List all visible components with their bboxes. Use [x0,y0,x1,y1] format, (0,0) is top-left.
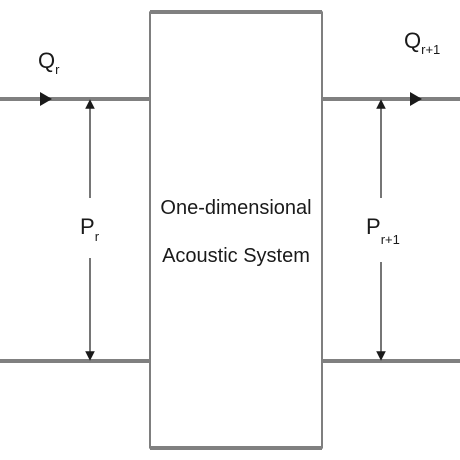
system-box-label-line1: One-dimensional [160,197,311,219]
left-flow-symbol: Q [38,48,55,73]
system-box [150,12,322,448]
right-pressure-subscript: r+1 [381,232,400,247]
left-flow-label: Qr [38,48,60,77]
left-pressure-label: Pr [80,214,100,244]
system-box-label-line2: Acoustic System [162,245,310,267]
left-flow-arrow-icon [40,92,52,106]
right-flow-subscript: r+1 [421,42,440,57]
left-flow-subscript: r [55,62,60,77]
left-pressure-subscript: r [95,229,100,244]
right-pressure-symbol: P [366,214,381,239]
right-flow-label: Qr+1 [404,28,440,57]
right-pressure-label: Pr+1 [366,214,400,247]
left-pressure-symbol: P [80,214,95,239]
right-flow-arrow-icon [410,92,422,106]
right-flow-symbol: Q [404,28,421,53]
